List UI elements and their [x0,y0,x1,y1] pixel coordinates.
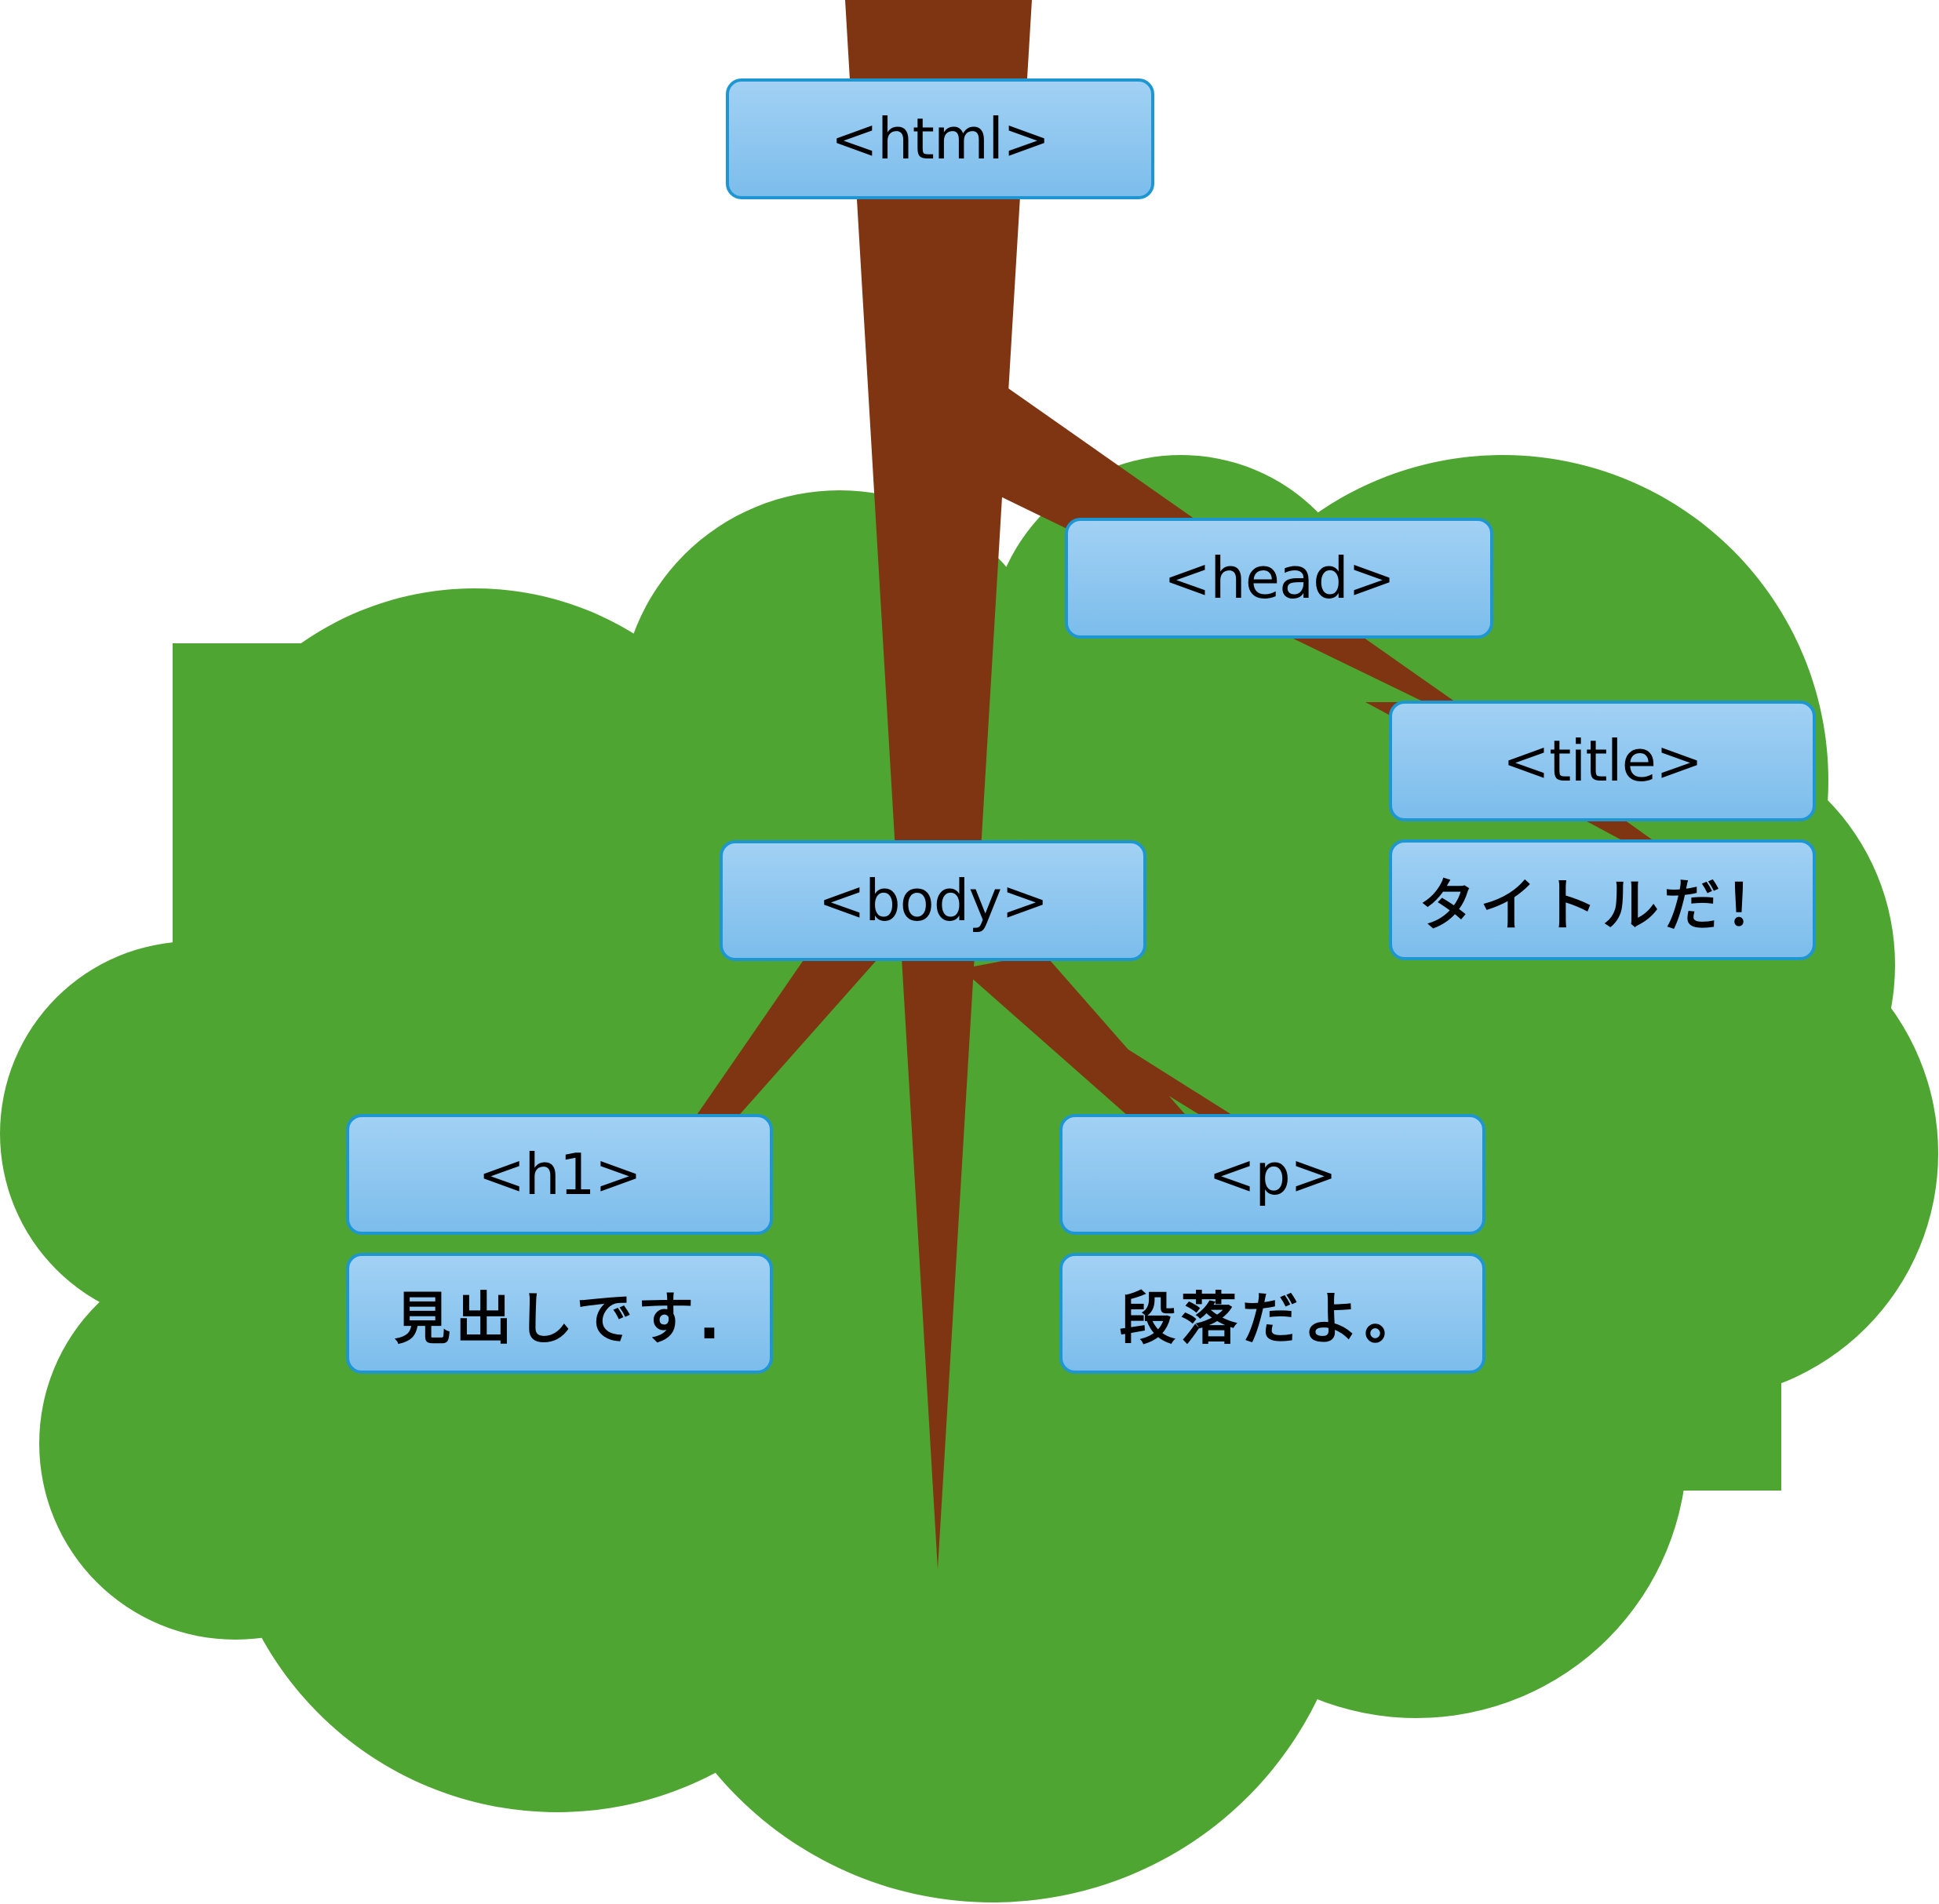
node-body: <body> [720,840,1146,961]
node-title: <title> [1389,701,1816,821]
node-p: <p> [1059,1114,1485,1235]
node-p-text: 段落だよ。 [1059,1253,1485,1374]
node-h1-text: 見出しです. [346,1253,773,1374]
node-head: <head> [1065,518,1493,639]
node-title-text: タイトルだ！ [1389,839,1816,960]
node-html: <html> [726,78,1154,199]
node-h1: <h1> [346,1114,773,1235]
